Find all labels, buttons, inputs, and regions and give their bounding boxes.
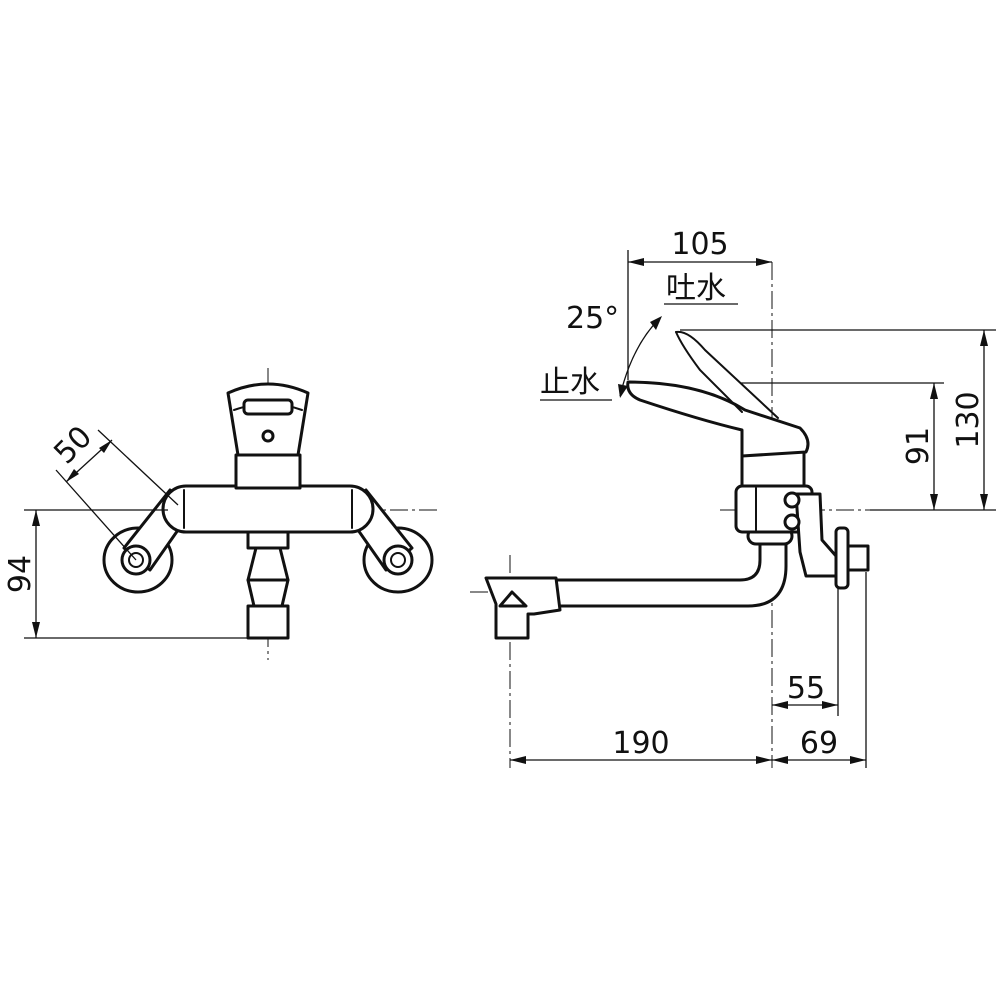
dim-190-arrow-left	[510, 756, 526, 764]
front-neck	[234, 453, 302, 490]
stop-label: 止水	[540, 365, 600, 400]
side-bracket-bolt-top	[783, 491, 801, 509]
dim-94-arrow-top	[32, 510, 40, 526]
dim-130-arrow-top	[980, 330, 988, 346]
dim-105-arrow-left	[628, 258, 644, 266]
front-spout-bulb	[246, 578, 290, 608]
dim-55-arrow-left	[772, 701, 788, 709]
dim-91-arrow-bottom	[930, 494, 938, 510]
dim-94-arrow-bottom	[32, 622, 40, 638]
side-wall-flange	[834, 526, 850, 590]
side-spout-tip	[484, 576, 562, 640]
angle-arrow-bottom	[618, 384, 628, 398]
front-body	[161, 484, 375, 534]
dim-94-label: 94	[3, 555, 38, 593]
angle-label: 25°	[566, 301, 619, 336]
right-leg-nut	[382, 544, 414, 576]
front-lever-handle	[226, 382, 310, 457]
dim-69-label: 69	[800, 726, 838, 761]
angle-arrow-top	[650, 316, 662, 330]
front-handle-window	[242, 398, 294, 416]
dim-50-ext-a	[55, 469, 137, 561]
dim-50-arrow-b	[99, 440, 112, 453]
dim-50-label: 50	[47, 419, 99, 471]
side-lever-handle-closed	[626, 380, 810, 458]
dim-91-label: 91	[901, 427, 936, 465]
left-leg-nut-inner	[128, 552, 144, 568]
dim-190-arrow-right	[756, 756, 772, 764]
discharge-label: 吐水	[666, 271, 726, 306]
front-view: 94 50	[3, 368, 440, 660]
side-spout-pipe	[538, 538, 788, 608]
dim-69-arrow-left	[772, 756, 788, 764]
dim-130-arrow-bottom	[980, 494, 988, 510]
dim-91-arrow-top	[930, 383, 938, 399]
dim-130-label: 130	[951, 391, 986, 448]
dim-50-ext-b	[97, 429, 179, 506]
front-spout-nut	[246, 530, 290, 550]
dim-105-arrow-right	[756, 258, 772, 266]
dim-55-arrow-right	[822, 701, 838, 709]
side-neck	[740, 450, 806, 488]
dim-105-label: 105	[671, 227, 728, 262]
front-handle-screw	[261, 429, 275, 443]
side-lever-handle-open	[675, 330, 779, 419]
side-view: 25° 吐水 止水 105 130 91 55 69	[470, 227, 996, 768]
side-spout-tip-beak	[498, 590, 528, 608]
front-spout-pipe	[246, 546, 290, 582]
side-wall-bracket	[794, 492, 838, 578]
dim-190-label: 190	[612, 726, 669, 761]
dim-55-label: 55	[787, 671, 825, 706]
side-lever-handle-open-lower	[675, 331, 743, 413]
right-leg-nut-inner	[390, 552, 406, 568]
side-wall-nut	[846, 544, 870, 572]
dim-69-arrow-right	[850, 756, 866, 764]
front-spout-tip	[246, 604, 290, 640]
side-bracket-bolt-bottom	[783, 513, 801, 531]
dim-50-arrow-a	[66, 469, 79, 482]
